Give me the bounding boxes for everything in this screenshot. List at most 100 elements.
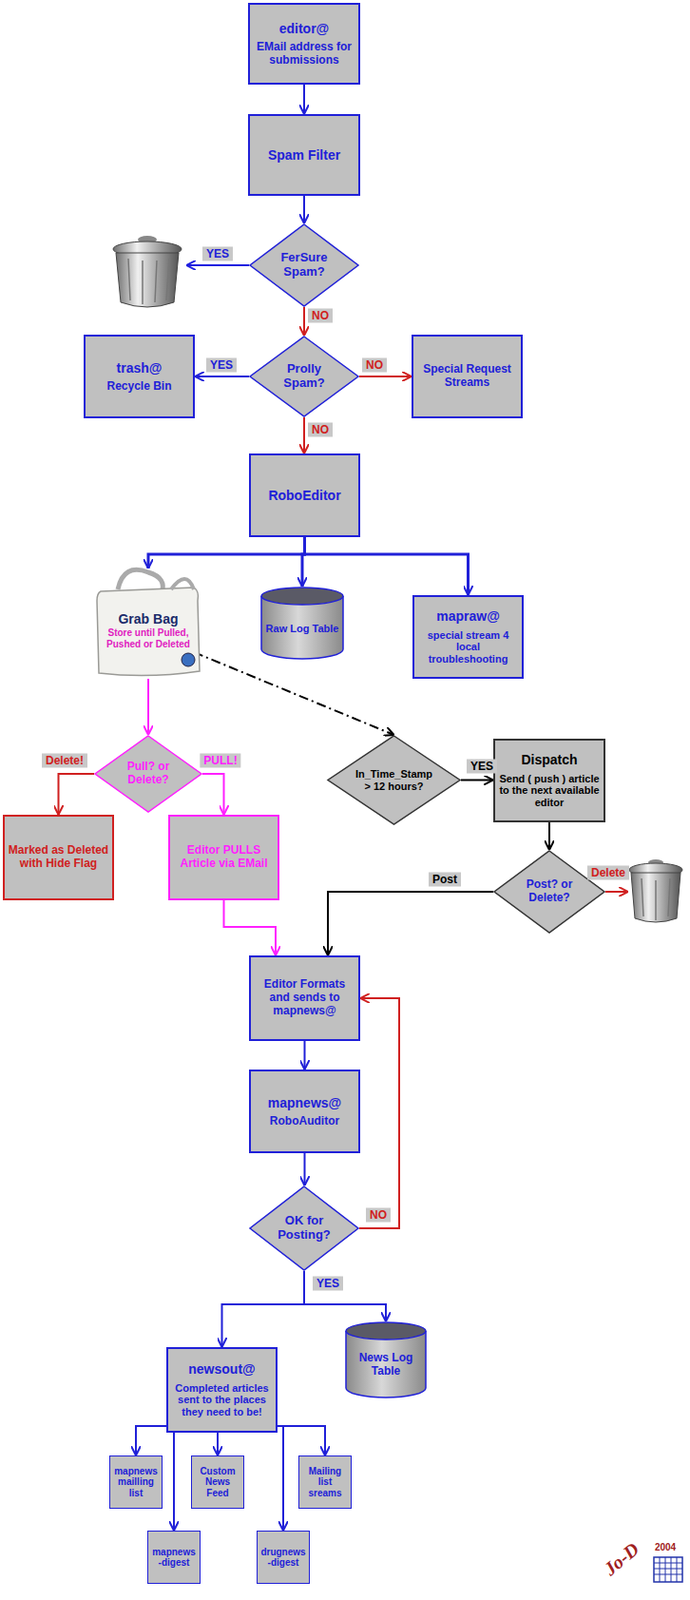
signature: 2004	[651, 1541, 680, 1554]
log-table: News Log Table	[345, 1321, 427, 1398]
flow-arrow	[303, 195, 306, 224]
flow-arrow	[224, 900, 277, 956]
node-text: Custom News Feed	[194, 1465, 241, 1499]
edge-label: Post	[428, 872, 461, 887]
flow-arrow	[193, 651, 395, 735]
node-text: Mailing list sreams	[302, 1465, 348, 1499]
process-box: RoboEditor	[249, 453, 361, 537]
process-box: Editor Formats and sends to mapnews@	[249, 955, 361, 1041]
node-text: trash@Recycle Bin	[87, 360, 192, 394]
node-body: special stream 4 local troubleshooting	[416, 629, 520, 666]
node-title: trash@	[87, 360, 192, 376]
process-box: Marked as Deleted with Hide Flag	[2, 814, 115, 901]
flow-arrow	[359, 375, 412, 378]
flow-arrow	[147, 678, 150, 735]
node-body: Store until Pulled, Pushed or Deleted	[102, 627, 194, 650]
node-text: mapraw@ special stream 4 local troublesho…	[416, 608, 520, 665]
node-text: Grab BagStore until Pulled, Pushed or De…	[102, 597, 194, 650]
flow-arrow	[304, 1152, 307, 1186]
node-title: Marked as Deleted with Hide Flag	[6, 843, 111, 871]
node-title: OK for Posting?	[268, 1213, 340, 1243]
node-body: EMail address for submissions	[251, 40, 357, 68]
node-title: editor@	[251, 20, 357, 37]
decision-diamond: OK for Posting?	[249, 1185, 360, 1271]
node-text: mapnews -digest	[151, 1546, 197, 1569]
leader-arrow	[186, 264, 250, 267]
node-text: newsout@Completed articles sent to the p…	[170, 1360, 274, 1418]
process-box: mapnews mailling list	[109, 1455, 163, 1509]
node-text: Raw Log Table	[264, 611, 341, 635]
trash-can	[113, 235, 182, 307]
node-title: mapnews@	[252, 1094, 357, 1111]
node-text: Marked as Deleted with Hide Flag	[6, 843, 111, 871]
node-title: Special Request Streams	[415, 363, 519, 390]
node-title: mapnews mailling list	[113, 1465, 159, 1499]
flow-arrow	[327, 891, 494, 956]
decision-diamond: FerSure Spam?	[249, 223, 360, 307]
leader-arrow	[605, 890, 629, 893]
flow-arrow	[222, 1270, 306, 1347]
process-box: Editor PULLS Article via EMail	[168, 814, 280, 901]
node-title: Custom News Feed	[194, 1465, 241, 1499]
node-title: Editor PULLS Article via EMail	[172, 843, 276, 871]
decision-diamond: Post? or Delete?	[493, 849, 606, 934]
calendar-icon	[653, 1556, 683, 1582]
node-title: Editor Formats and sends to mapnews@	[252, 977, 357, 1017]
node-text: Editor PULLS Article via EMail	[172, 843, 276, 871]
edge-label: NO	[307, 308, 333, 324]
process-box: Spam Filter	[248, 114, 361, 196]
node-title: Raw Log Table	[264, 622, 341, 635]
node-text: Prolly Spam?	[268, 362, 340, 391]
node-body: Send ( push ) article to the next availa…	[497, 772, 602, 809]
node-text: editor@ EMail address for submissions	[251, 20, 357, 68]
edge-label: YES	[312, 1276, 344, 1291]
node-title: RoboEditor	[252, 487, 357, 503]
node-title: Spam Filter	[251, 147, 357, 163]
edge-label: YES	[202, 247, 233, 262]
node-title: newsout@	[170, 1360, 274, 1377]
process-box: editor@ EMail address for submissions	[248, 2, 361, 85]
edge-label: Delete	[587, 865, 630, 881]
log-table: Raw Log Table	[260, 586, 345, 659]
node-title: drugnews -digest	[260, 1546, 307, 1569]
process-box: DispatchSend ( push ) article to the nex…	[493, 738, 606, 823]
process-box: trash@Recycle Bin	[83, 334, 195, 419]
process-box: drugnews -digest	[256, 1530, 310, 1584]
process-box: Custom News Feed	[191, 1455, 245, 1509]
node-text: Post? or Delete?	[513, 878, 586, 905]
flow-arrow	[194, 375, 250, 378]
edge-label: NO	[307, 422, 333, 438]
grab-bag: Grab BagStore until Pulled, Pushed or De…	[95, 568, 202, 679]
trash-can	[629, 859, 683, 922]
node-text: RoboEditor	[252, 487, 357, 503]
node-title: Pull? or Delete?	[114, 760, 184, 787]
process-box: Mailing list sreams	[298, 1455, 352, 1509]
node-body: RoboAuditor	[252, 1114, 357, 1129]
edge-label: YES	[466, 759, 498, 774]
node-text: DispatchSend ( push ) article to the nex…	[497, 751, 602, 808]
flow-arrow	[359, 997, 400, 1228]
flow-arrow	[303, 306, 306, 336]
edge-label: PULL!	[199, 753, 241, 768]
process-box: newsout@Completed articles sent to the p…	[166, 1346, 278, 1433]
node-text: Editor Formats and sends to mapnews@	[252, 977, 357, 1017]
flow-arrow	[548, 822, 551, 850]
decision-diamond: In_Time_Stamp > 12 hours?	[326, 734, 461, 825]
node-text: Pull? or Delete?	[114, 760, 184, 787]
node-title: mapnews -digest	[151, 1546, 197, 1569]
flow-arrow	[304, 1040, 307, 1070]
node-title: Prolly Spam?	[268, 362, 340, 391]
process-box: mapnews@ RoboAuditor	[249, 1069, 361, 1153]
node-text: mapnews@ RoboAuditor	[252, 1094, 357, 1129]
node-title: News Log Table	[348, 1351, 423, 1379]
process-box: mapnews -digest	[147, 1530, 201, 1584]
process-box: mapraw@ special stream 4 local troublesho…	[412, 594, 524, 679]
edge-label: Delete!	[41, 753, 88, 768]
node-title: mapraw@	[416, 608, 520, 624]
node-title: In_Time_Stamp > 12 hours?	[350, 767, 437, 792]
flow-arrow	[304, 1270, 386, 1322]
signature: Jo-D	[595, 1534, 648, 1584]
flow-arrow	[303, 417, 306, 454]
node-text: Spam Filter	[251, 147, 357, 163]
node-text: Special Request Streams	[415, 363, 519, 390]
